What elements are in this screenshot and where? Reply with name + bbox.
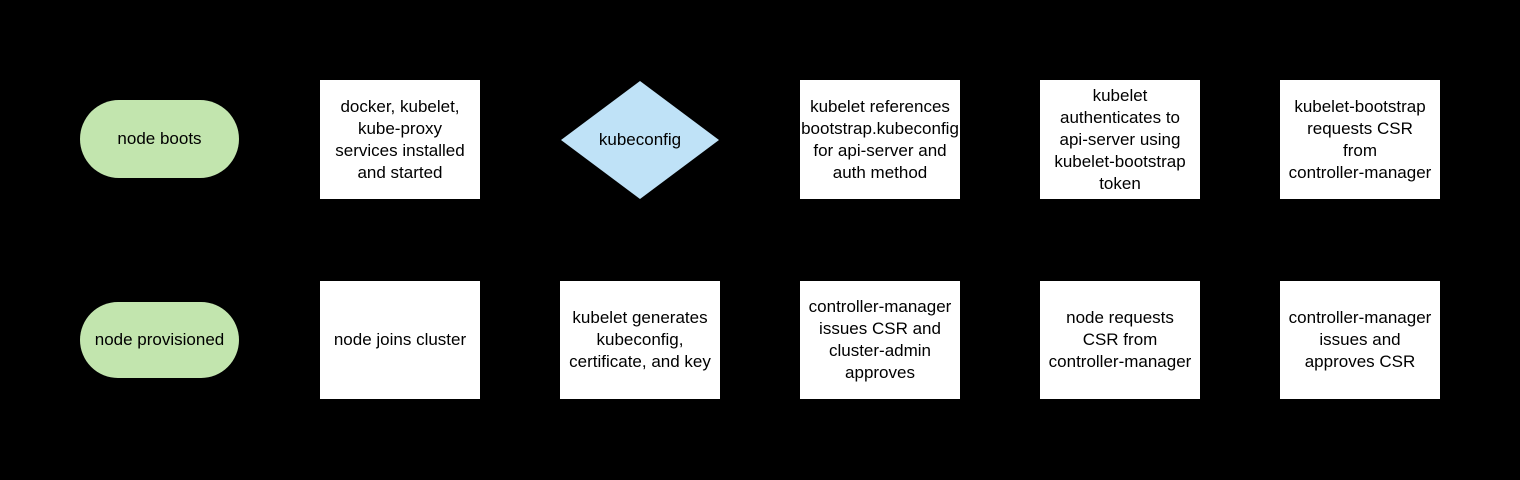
controller-manager-issues-approves-csr-process: controller-manager issues and approves C… [1280,281,1440,399]
node-joins-cluster-process: node joins cluster [320,281,480,399]
node-provisioned-terminator: node provisioned [80,302,239,378]
kubeconfig-decision-diamond: kubeconfig [561,81,719,199]
node-boots-terminator: node boots [80,100,239,178]
kubelet-references-bootstrap-kubeconfig-process: kubelet references bootstrap.kubeconfig … [800,80,960,199]
controller-manager-issues-csr-admin-approves-process: controller-manager issues CSR and cluste… [800,281,960,399]
services-installed-process: docker, kubelet, kube-proxy services ins… [320,80,480,199]
kubelet-bootstrap-requests-csr-process: kubelet-bootstrap requests CSR from cont… [1280,80,1440,199]
kubelet-authenticates-process: kubelet authenticates to api-server usin… [1040,80,1200,199]
kubelet-generates-kubeconfig-process: kubelet generates kubeconfig, certificat… [560,281,720,399]
node-requests-csr-process: node requests CSR from controller-manage… [1040,281,1200,399]
